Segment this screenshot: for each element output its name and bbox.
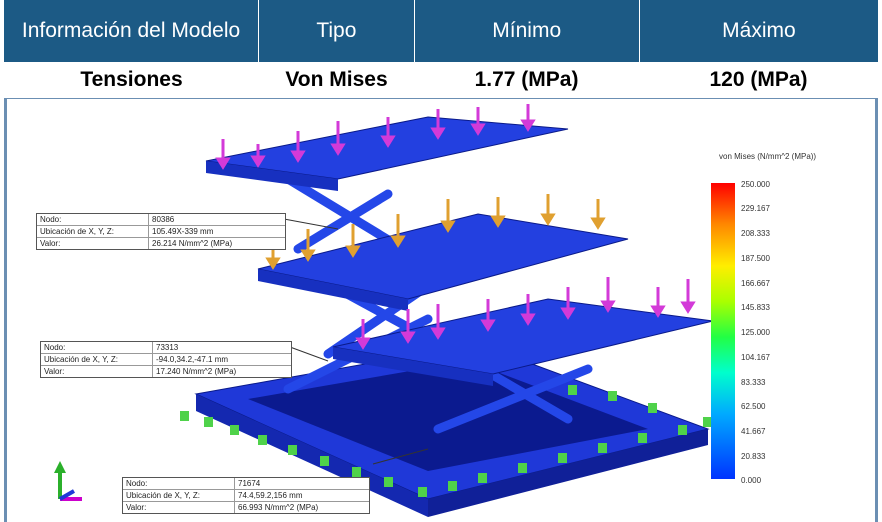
probe-location-label: Ubicación de X, Y, Z:	[123, 490, 235, 501]
axis-triad	[54, 461, 82, 501]
load-arrows-lower	[355, 277, 696, 350]
probe-stress-value: 66.993 N/mm^2 (MPa)	[238, 503, 319, 512]
figure-left-border	[4, 98, 7, 522]
probe-location-label: Ubicación de X, Y, Z:	[41, 354, 153, 365]
figure-right-border	[875, 98, 878, 522]
legend-tick: 187.500	[741, 254, 770, 263]
legend-tick: 0.000	[741, 476, 762, 485]
cell-study-name: Tensiones	[80, 68, 183, 91]
probe-callout-3: Nodo:71674 Ubicación de X, Y, Z:74.4,59.…	[122, 477, 370, 514]
probe-node-value: 73313	[156, 343, 179, 352]
legend-tick: 62.500	[741, 402, 766, 411]
probe-location-value: 105.49X-339 mm	[152, 227, 214, 236]
load-arrows-top	[215, 104, 536, 170]
header-minimum: Mínimo	[413, 0, 639, 62]
stress-plot-figure	[54, 104, 714, 517]
probe-leader-lines	[283, 218, 429, 465]
header-maximum: Máximo	[638, 0, 878, 62]
legend-tick: 166.667	[741, 279, 770, 288]
cell-stress-type: Von Mises	[285, 68, 388, 91]
probe-callout-2: Nodo:73313 Ubicación de X, Y, Z:-94.0,34…	[40, 341, 292, 378]
probe-stress-value: 17.240 N/mm^2 (MPa)	[156, 367, 237, 376]
legend-tick: 250.000	[741, 180, 770, 189]
legend-tick: 20.833	[741, 452, 766, 461]
load-arrows-middle	[265, 194, 606, 270]
header-type: Tipo	[258, 0, 413, 62]
legend-tick: 83.333	[741, 378, 766, 387]
legend-tick: 125.000	[741, 328, 770, 337]
legend-tick: 41.667	[741, 427, 766, 436]
probe-location-value: -94.0,34.2,-47.1 mm	[156, 355, 229, 364]
cell-max-value: 120 (MPa)	[709, 68, 808, 91]
probe-value-label: Valor:	[37, 238, 149, 249]
table-header-row: Información del Modelo Tipo Mínimo Máxim…	[4, 0, 878, 62]
probe-location-label: Ubicación de X, Y, Z:	[37, 226, 149, 237]
legend-colorbar	[711, 183, 735, 479]
probe-value-label: Valor:	[41, 366, 153, 377]
probe-location-value: 74.4,59.2,156 mm	[238, 491, 303, 500]
fixtures-group	[180, 385, 712, 497]
legend-title: von Mises (N/mm^2 (MPa))	[719, 152, 817, 161]
legend-tick: 229.167	[741, 204, 770, 213]
probe-callout-1: Nodo:80386 Ubicación de X, Y, Z:105.49X-…	[36, 213, 286, 250]
cell-min-value: 1.77 (MPa)	[474, 68, 579, 91]
probe-node-value: 71674	[238, 479, 261, 488]
probe-stress-value: 26.214 N/mm^2 (MPa)	[152, 239, 233, 248]
legend-tick: 104.167	[741, 353, 770, 362]
probe-node-label: Nodo:	[37, 214, 149, 225]
legend-tick: 208.333	[741, 229, 770, 238]
probe-value-label: Valor:	[123, 502, 235, 513]
header-model-info: Información del Modelo	[21, 19, 241, 42]
probe-node-label: Nodo:	[123, 478, 235, 489]
table-data-row: Tensiones Von Mises 1.77 (MPa) 120 (MPa)	[4, 62, 878, 99]
probe-node-value: 80386	[152, 215, 175, 224]
legend-tick: 145.833	[741, 303, 770, 312]
probe-node-label: Nodo:	[41, 342, 153, 353]
